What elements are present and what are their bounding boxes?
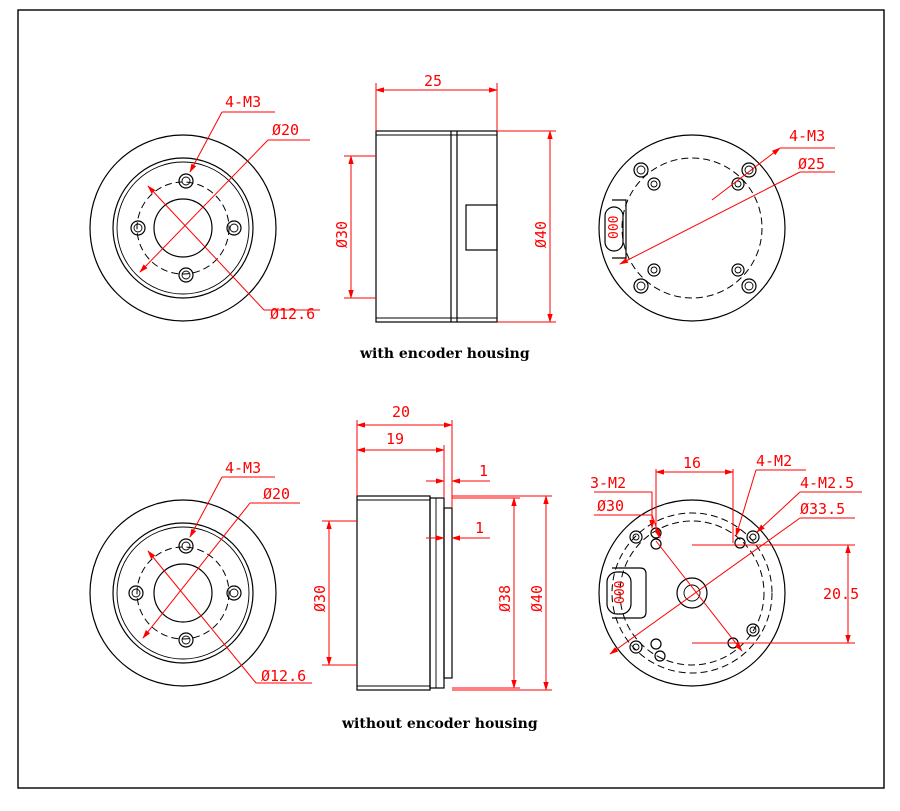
top-back-view	[598, 134, 835, 322]
bottom-front-view	[89, 476, 312, 687]
top-side-flange-label: Ø30	[333, 221, 351, 248]
top-back-holes-label: 4-M3	[789, 127, 825, 145]
bottom-back-spacing-label: 16	[683, 454, 701, 472]
bottom-front-circle-label: Ø20	[263, 485, 290, 503]
bottom-back-holes-b-label: 4-M2	[756, 452, 792, 470]
top-front-holes-label: 4-M3	[225, 93, 261, 111]
bottom-back-circle-b-label: Ø33.5	[800, 500, 845, 518]
top-front-circle-label: Ø20	[272, 121, 299, 139]
sheet-border	[17, 9, 885, 789]
bottom-back-holes-c-label: 4-M2.5	[800, 474, 854, 492]
bottom-back-offset-label: 20.5	[823, 585, 859, 603]
bottom-caption: without encoder housing	[341, 716, 538, 732]
bottom-side-body-dia-label: Ø40	[528, 585, 546, 612]
top-side-length-label: 25	[424, 72, 442, 90]
bottom-back-holes-a-label: 3-M2	[590, 474, 626, 492]
top-side-view	[344, 83, 556, 323]
top-caption: with encoder housing	[359, 346, 530, 362]
bottom-side-body-label: 19	[386, 430, 404, 448]
top-back-connector-label: 000	[607, 216, 622, 239]
top-front-view	[89, 111, 320, 322]
bottom-back-connector-label: 000	[613, 581, 628, 604]
bottom-side-view	[322, 420, 552, 691]
top-front-bore-label: Ø12.6	[270, 305, 315, 323]
bottom-back-circle-a-label: Ø30	[597, 497, 624, 515]
bottom-side-step1-label: 1	[479, 462, 488, 480]
bottom-front-holes-label: 4-M3	[225, 459, 261, 477]
bottom-side-hub-label: Ø38	[496, 585, 514, 612]
top-back-circle-label: Ø25	[798, 155, 825, 173]
bottom-front-bore-label: Ø12.6	[261, 667, 306, 685]
top-side-body-label: Ø40	[532, 221, 550, 248]
bottom-side-total-label: 20	[392, 403, 410, 421]
bottom-side-step2-label: 1	[475, 519, 484, 537]
bottom-back-view	[594, 469, 862, 687]
bottom-side-flange-label: Ø30	[311, 585, 329, 612]
